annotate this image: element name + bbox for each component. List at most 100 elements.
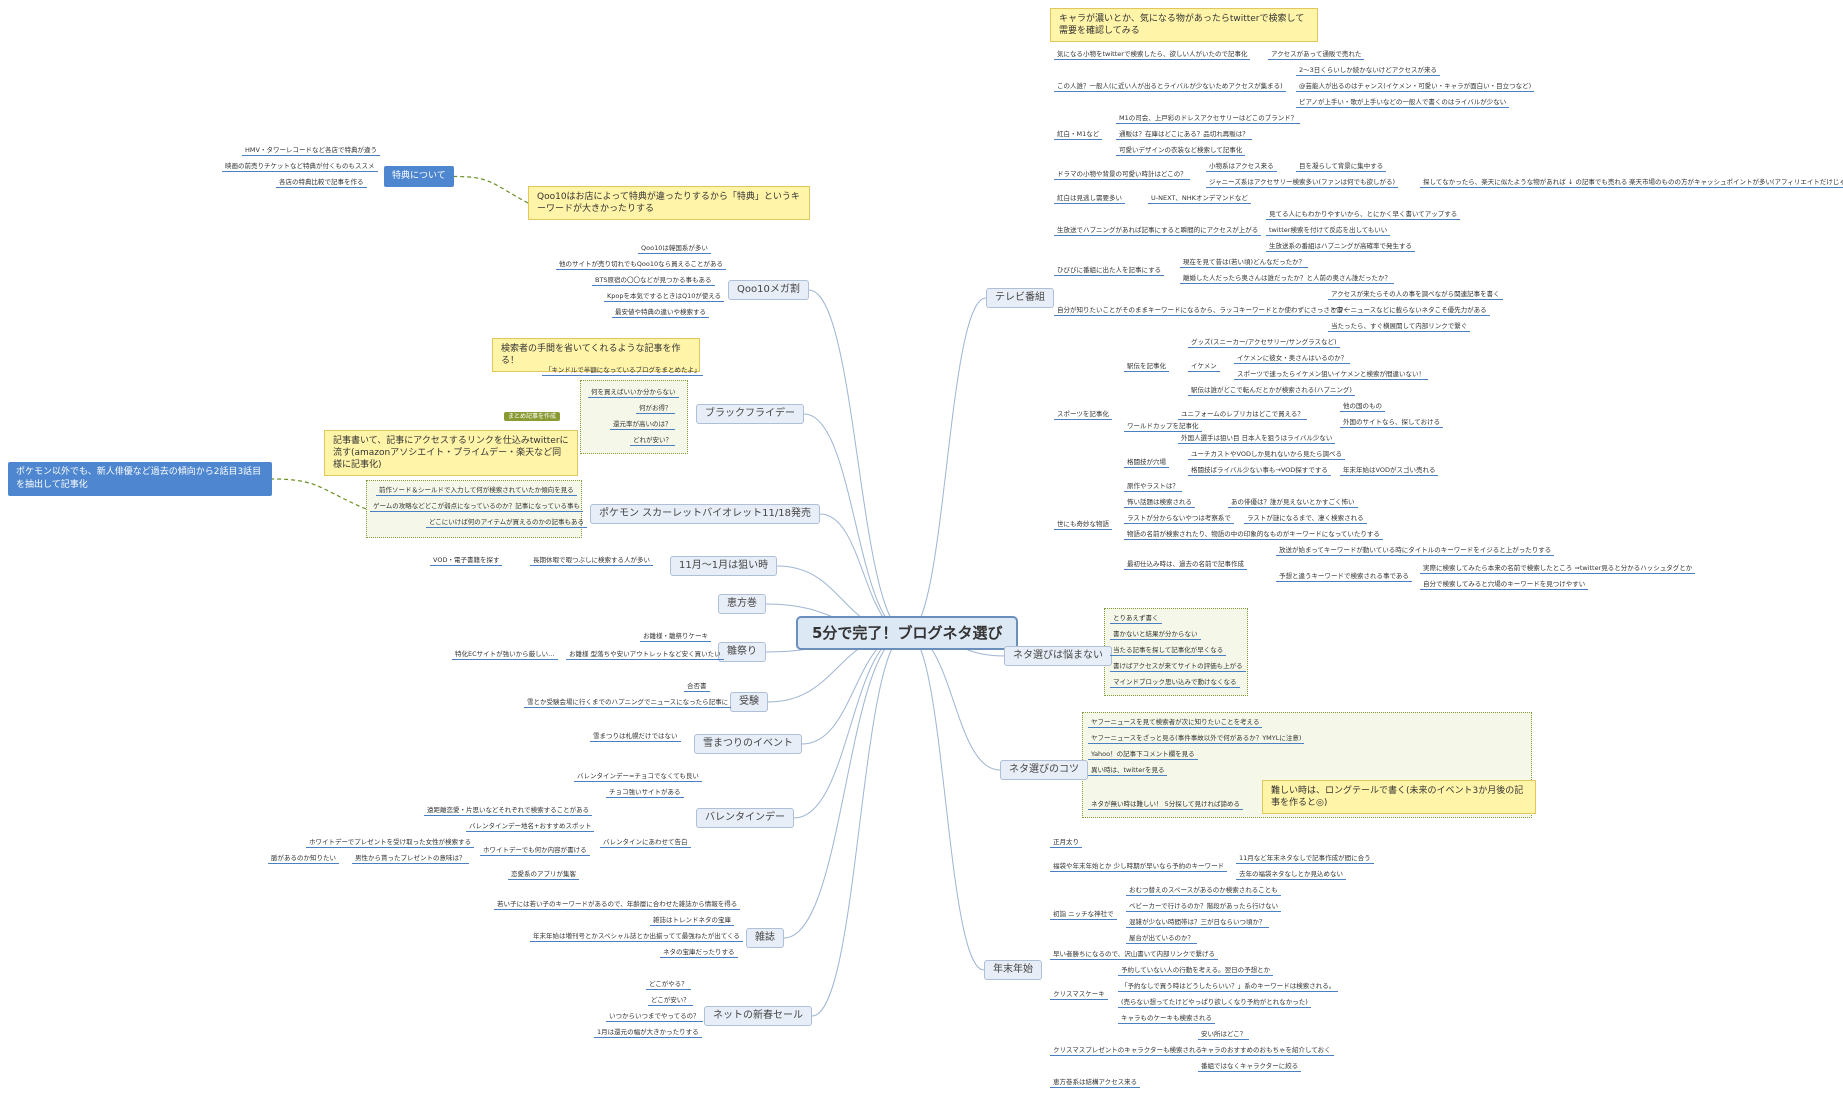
leaf-nen-10: クリスマスケーキ: [1050, 990, 1108, 1000]
leaf-sonota-10: 自分で検索してみると穴場のキーワードを見つけやすい: [1420, 580, 1589, 590]
leaf-jibun: 自分が知りたいことがそのままキーワードになるから、ラッコキーワードとか使わずにさ…: [1054, 306, 1353, 316]
leaf-exam-1: 雪とか受験会場に行くまでのハプニングでニュースになったら記事に: [524, 698, 732, 708]
leaf-hibiki-0: 現在を見て昔は(若い頃)どんなだったか？: [1180, 258, 1309, 268]
branch-neta-nayamu[interactable]: ネタ選びは悩まない: [1004, 646, 1112, 666]
leaf-tv-ippan-0: 2〜3日くらいしか続かないけどアクセスが来る: [1296, 66, 1440, 76]
leaf-sonota-6: 最初仕込み時は、過去の名前で記事作成: [1124, 560, 1247, 570]
blackfriday-note: 検索者の手間を省いてくれるような記事を作る！: [492, 338, 700, 372]
center-topic[interactable]: 5分で完了！ブログネタ選び: [796, 616, 1019, 650]
leaf-sports-10: 外国人選手は狙い目 日本人を狙うはライバル少ない: [1178, 434, 1336, 444]
pokemon-note[interactable]: ポケモン以外でも、新人俳優など過去の傾向から2話目3話目を抽出して記事化: [8, 462, 272, 496]
branch-magazine[interactable]: 雑誌: [746, 928, 784, 948]
leaf-nayamu-1: 書かないと結果が分からない: [1110, 630, 1201, 640]
leaf-sports-5: 駅伝は誰がどこで転んだとかが検索される(ハプニング): [1188, 386, 1355, 396]
leaf-sports-1: グッズ(スニーカー/アクセサリー/サングラスなど): [1188, 338, 1340, 348]
branch-pokemon[interactable]: ポケモン スカーレットバイオレット11/18発売: [590, 504, 820, 524]
leaf-sonota-5: 物語の名前が検索されたり、物語の中の印象的なものがキーワードになっていたりする: [1124, 530, 1383, 540]
leaf-nen-8: 屋台が出ているのか？: [1126, 934, 1197, 944]
leaf-drama-4: 楽天市場のものの方がキャッシュポイントが多い(アフィリエイトだけじゃない): [1626, 178, 1843, 188]
leaf-val-0: バレンタインデー=チョコでなくても良い: [574, 772, 702, 782]
branch-blackfriday[interactable]: ブラックフライデー: [696, 404, 804, 424]
leaf-nen-15: クリスマスプレゼントのキャラクターも検索される: [1050, 1046, 1206, 1056]
leaf-tokuten-2: 各店の特典比較で記事を作る: [276, 178, 367, 188]
leaf-sports-0: 駅伝を記事化: [1124, 362, 1169, 372]
leaf-nayamu-2: 当たる記事を探して記事化が早くなる: [1110, 646, 1227, 656]
leaf-kohaku-2: 可愛いデザインの衣装など検索して記事化: [1116, 146, 1246, 156]
branch-nov-jan[interactable]: 11月〜1月は狙い時: [670, 556, 778, 576]
leaf-drama-0: 小物系はアクセス来る: [1206, 162, 1277, 172]
leaf-kotsu-0: ヤフーニュースを見て検索者が次に知りたいことを考える: [1088, 718, 1263, 728]
leaf-novjan-0: VOD・電子書籍を探す: [430, 556, 503, 566]
leaf-tv-top-1: アクセスがあって通販で売れた: [1268, 50, 1365, 60]
branch-valentine[interactable]: バレンタインデー: [696, 808, 794, 828]
leaf-drama-3: 探してなかったら、楽天に似たような物があれば ↓ の記事でも売れる: [1420, 178, 1631, 188]
leaf-nen-17: キャラのおすすめのおもちゃを紹介しておく: [1198, 1046, 1334, 1056]
branch-ehomaki[interactable]: 恵方巻: [718, 594, 766, 614]
leaf-qoo10-1: 他のサイトが売り切れでもQoo10なら買えることがある: [556, 260, 726, 270]
leaf-sekki-0: 雪まつりは札幌だけではない: [590, 732, 681, 742]
leaf-val-1: チョコ強いサイトがある: [606, 788, 684, 798]
leaf-hina-0: お雛様・雛祭りケーキ: [640, 632, 711, 642]
leaf-nayamu-0: とりあえず書く: [1110, 614, 1162, 624]
branch-sekki[interactable]: 雪まつりのイベント: [694, 734, 802, 754]
leaf-val-4: バレンタインにあわせて告白: [600, 838, 691, 848]
branch-exam[interactable]: 受験: [730, 692, 768, 712]
leaf-qoo10-3: Kpopを本気でするときはQ10が使える: [604, 292, 725, 302]
leaf-kotsu-4: ネタが無い時は難しい！ 5分探して見ければ諦める: [1088, 800, 1244, 810]
leaf-val-3: バレンタインデー地名+おすすめスポット: [466, 822, 595, 832]
leaf-bf-0: 何を買えばいいか分からない: [588, 388, 679, 398]
leaf-nen-12: 「予約なしで買う時はどうしたらいい？」系のキーワードは検索される。: [1118, 982, 1339, 992]
branch-tv[interactable]: テレビ番組: [986, 288, 1054, 308]
leaf-sports-11: 格闘技が穴場: [1124, 458, 1169, 468]
twitter-note: キャラが濃いとか、気になる物があったらtwitterで検索して需要を確認してみる: [1050, 8, 1318, 42]
leaf-happening: 生放送でハプニングがあれば記事にすると瞬間的にアクセスが上がる: [1054, 226, 1262, 236]
leaf-tv-ippan-2: ピアノが上手い・歌が上手いなどの一般人で書くのはライバルが少ない: [1296, 98, 1510, 108]
qoo10-note: Qoo10はお店によって特典が違ったりするから「特典」というキーワードが大きかっ…: [528, 186, 810, 220]
leaf-pokemon-2: どこにいけば何のアイテムが買えるのかの記事もある: [426, 518, 587, 528]
leaf-happening-0: 見てる人にもわかりやすいから、とにかく早く書いてアップする: [1266, 210, 1461, 220]
leaf-bf-3: どれが安い？: [630, 436, 675, 446]
leaf-kohaku-0: M1の司会、上戸彩のドレスアクセサリーはどこのブランド？: [1116, 114, 1301, 124]
leaf-nen-16: 安い所はどこ？: [1198, 1030, 1250, 1040]
leaf-sports-8: 他の国のもの: [1340, 402, 1385, 412]
leaf-nen-2: 11月など年末ネタなしで記事作成が間に合う: [1236, 854, 1374, 864]
longtail-note: 難しい時は、ロングテールで書く(未来のイベント3か月後の記事を作ると◎): [1262, 780, 1536, 814]
leaf-novjan-1: 長期休暇で暇つぶしに検索する人が多い: [530, 556, 653, 566]
leaf-nen-19: 恵方巻系は結構アクセス来る: [1050, 1078, 1141, 1088]
branch-nenmatsu[interactable]: 年末年始: [984, 960, 1042, 980]
leaf-hina-1: お雛様 型落ちや安いアウトレットなど安く買いたい: [566, 650, 724, 660]
leaf-kohaku-miru: 紅白は見逃し需要多い: [1054, 194, 1125, 204]
branch-qoo10[interactable]: Qoo10メガ割: [728, 280, 809, 300]
leaf-sports-9: 外国のサイトなら、探しておける: [1340, 418, 1444, 428]
leaf-qoo10-2: BTS原宿の〇〇などが見つかる事もある: [592, 276, 715, 286]
leaf-qoo10-0: Qoo10は韓国系が多い: [638, 244, 711, 254]
leaf-net-3: 1月は還元の幅が大きかったりする: [594, 1028, 702, 1038]
leaf-bf-1: 何がお得？: [636, 404, 675, 414]
leaf-sports-4: スポーツで速ったらイケメン狙いイケメンと検索が間違いない！: [1234, 370, 1428, 380]
blackfriday-group-box: [580, 380, 688, 454]
branch-hinamatsuri[interactable]: 雛祭り: [718, 642, 766, 662]
leaf-nen-18: 番組ではなくキャラクターに絞る: [1198, 1062, 1302, 1072]
leaf-kohaku-1: 通販は？在庫はどこにある？品切れ再販は？: [1116, 130, 1252, 140]
nayamu-group-box: [1104, 608, 1248, 696]
leaf-happening-1: twitter検索を付けて反応を出してもいい: [1266, 226, 1391, 236]
leaf-val-6: ホワイトデーでも何か内容が書ける: [480, 846, 590, 856]
branch-neta-kotsu[interactable]: ネタ選びのコツ: [1000, 760, 1088, 780]
leaf-nen-9: 早い者勝ちになるので、沢山書いて内部リンクで繋げる: [1050, 950, 1219, 960]
amazon-note: 記事書いて、記事にアクセスするリンクを仕込みtwitterに流す(amazonア…: [324, 430, 578, 476]
leaf-kotsu-2: Yahoo！の記事下コメント欄を見る: [1088, 750, 1198, 760]
leaf-sonota-2: あの俳優は？誰が見えないとかすごく怖い: [1228, 498, 1358, 508]
leaf-sonota-9: 実際に検索してみたら本来の名前で検索したところ ⇒twitter見ると分かるハッ…: [1420, 564, 1696, 574]
leaf-nayamu-4: マインドブロック思い込みで動けなくなる: [1110, 678, 1240, 688]
leaf-sonota-4: ラストが謎になるまで、凄く検索される: [1244, 514, 1367, 524]
branch-netsale[interactable]: ネットの新春セール: [704, 1006, 812, 1026]
leaf-nen-11: 予約していない人の行動を考える。翌日の予想とか: [1118, 966, 1274, 976]
leaf-unext: U-NEXT、NHKオンデマンドなど: [1148, 194, 1251, 204]
leaf-kotsu-3: 異い時は、twitterを見る: [1088, 766, 1168, 776]
leaf-net-0: どこがやる？: [646, 980, 691, 990]
pokemon-group-box: [366, 480, 582, 538]
leaf-mag-0: 若い子には若い子のキーワードがあるので、年齢層に合わせた雑誌から情報を得る: [494, 900, 741, 910]
leaf-drama: ドラマの小物や背景の可愛い時計はどこの？: [1054, 170, 1190, 180]
tokuten-topic[interactable]: 特典について: [384, 166, 454, 187]
